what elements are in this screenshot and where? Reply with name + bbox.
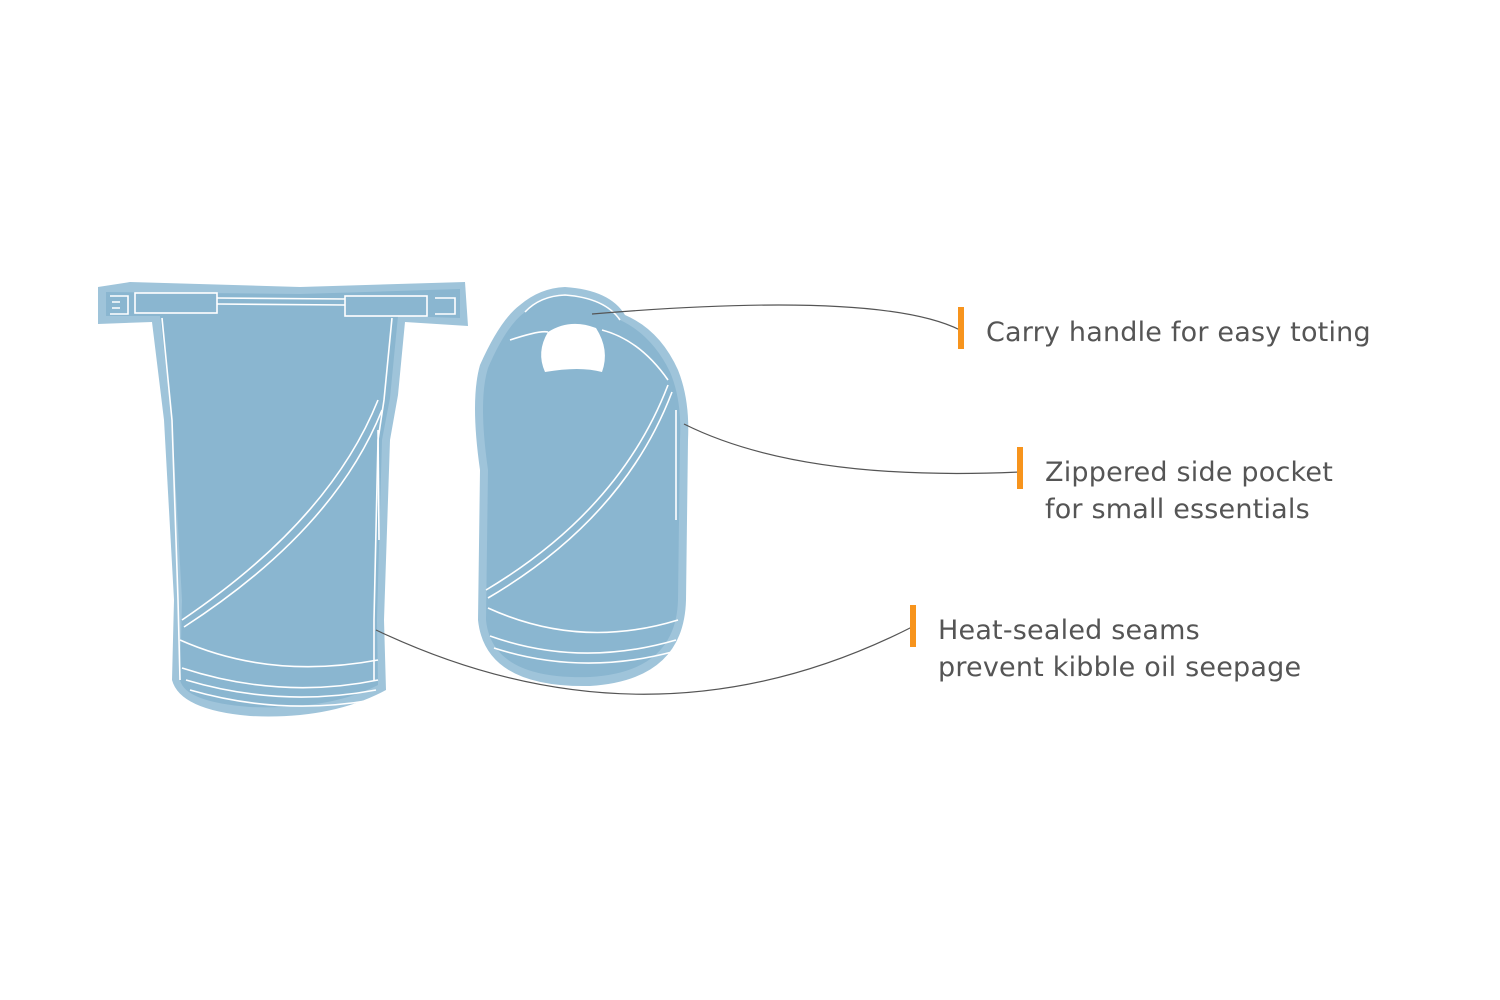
callout-pocket: Zippered side pocket for small essential…: [1045, 454, 1333, 528]
callout-marker-pocket: [1017, 447, 1023, 489]
leader-line-pocket: [683, 423, 1020, 475]
callout-text: Carry handle for easy toting: [986, 317, 1371, 348]
short-bag-illustration: [475, 287, 689, 687]
callout-text: prevent kibble oil seepage: [938, 652, 1302, 683]
callout-marker-handle: [958, 307, 964, 349]
tall-bag-illustration: [98, 282, 468, 717]
callout-seams: Heat-sealed seams prevent kibble oil see…: [938, 612, 1301, 686]
callout-text: Heat-sealed seams: [938, 615, 1200, 646]
callout-handle: Carry handle for easy toting: [986, 314, 1371, 351]
callout-text: Zippered side pocket: [1045, 457, 1334, 488]
callout-marker-seams: [910, 605, 916, 647]
leader-line-seams: [375, 626, 913, 695]
leader-line-handle: [591, 304, 961, 331]
callout-text: for small essentials: [1045, 494, 1310, 525]
